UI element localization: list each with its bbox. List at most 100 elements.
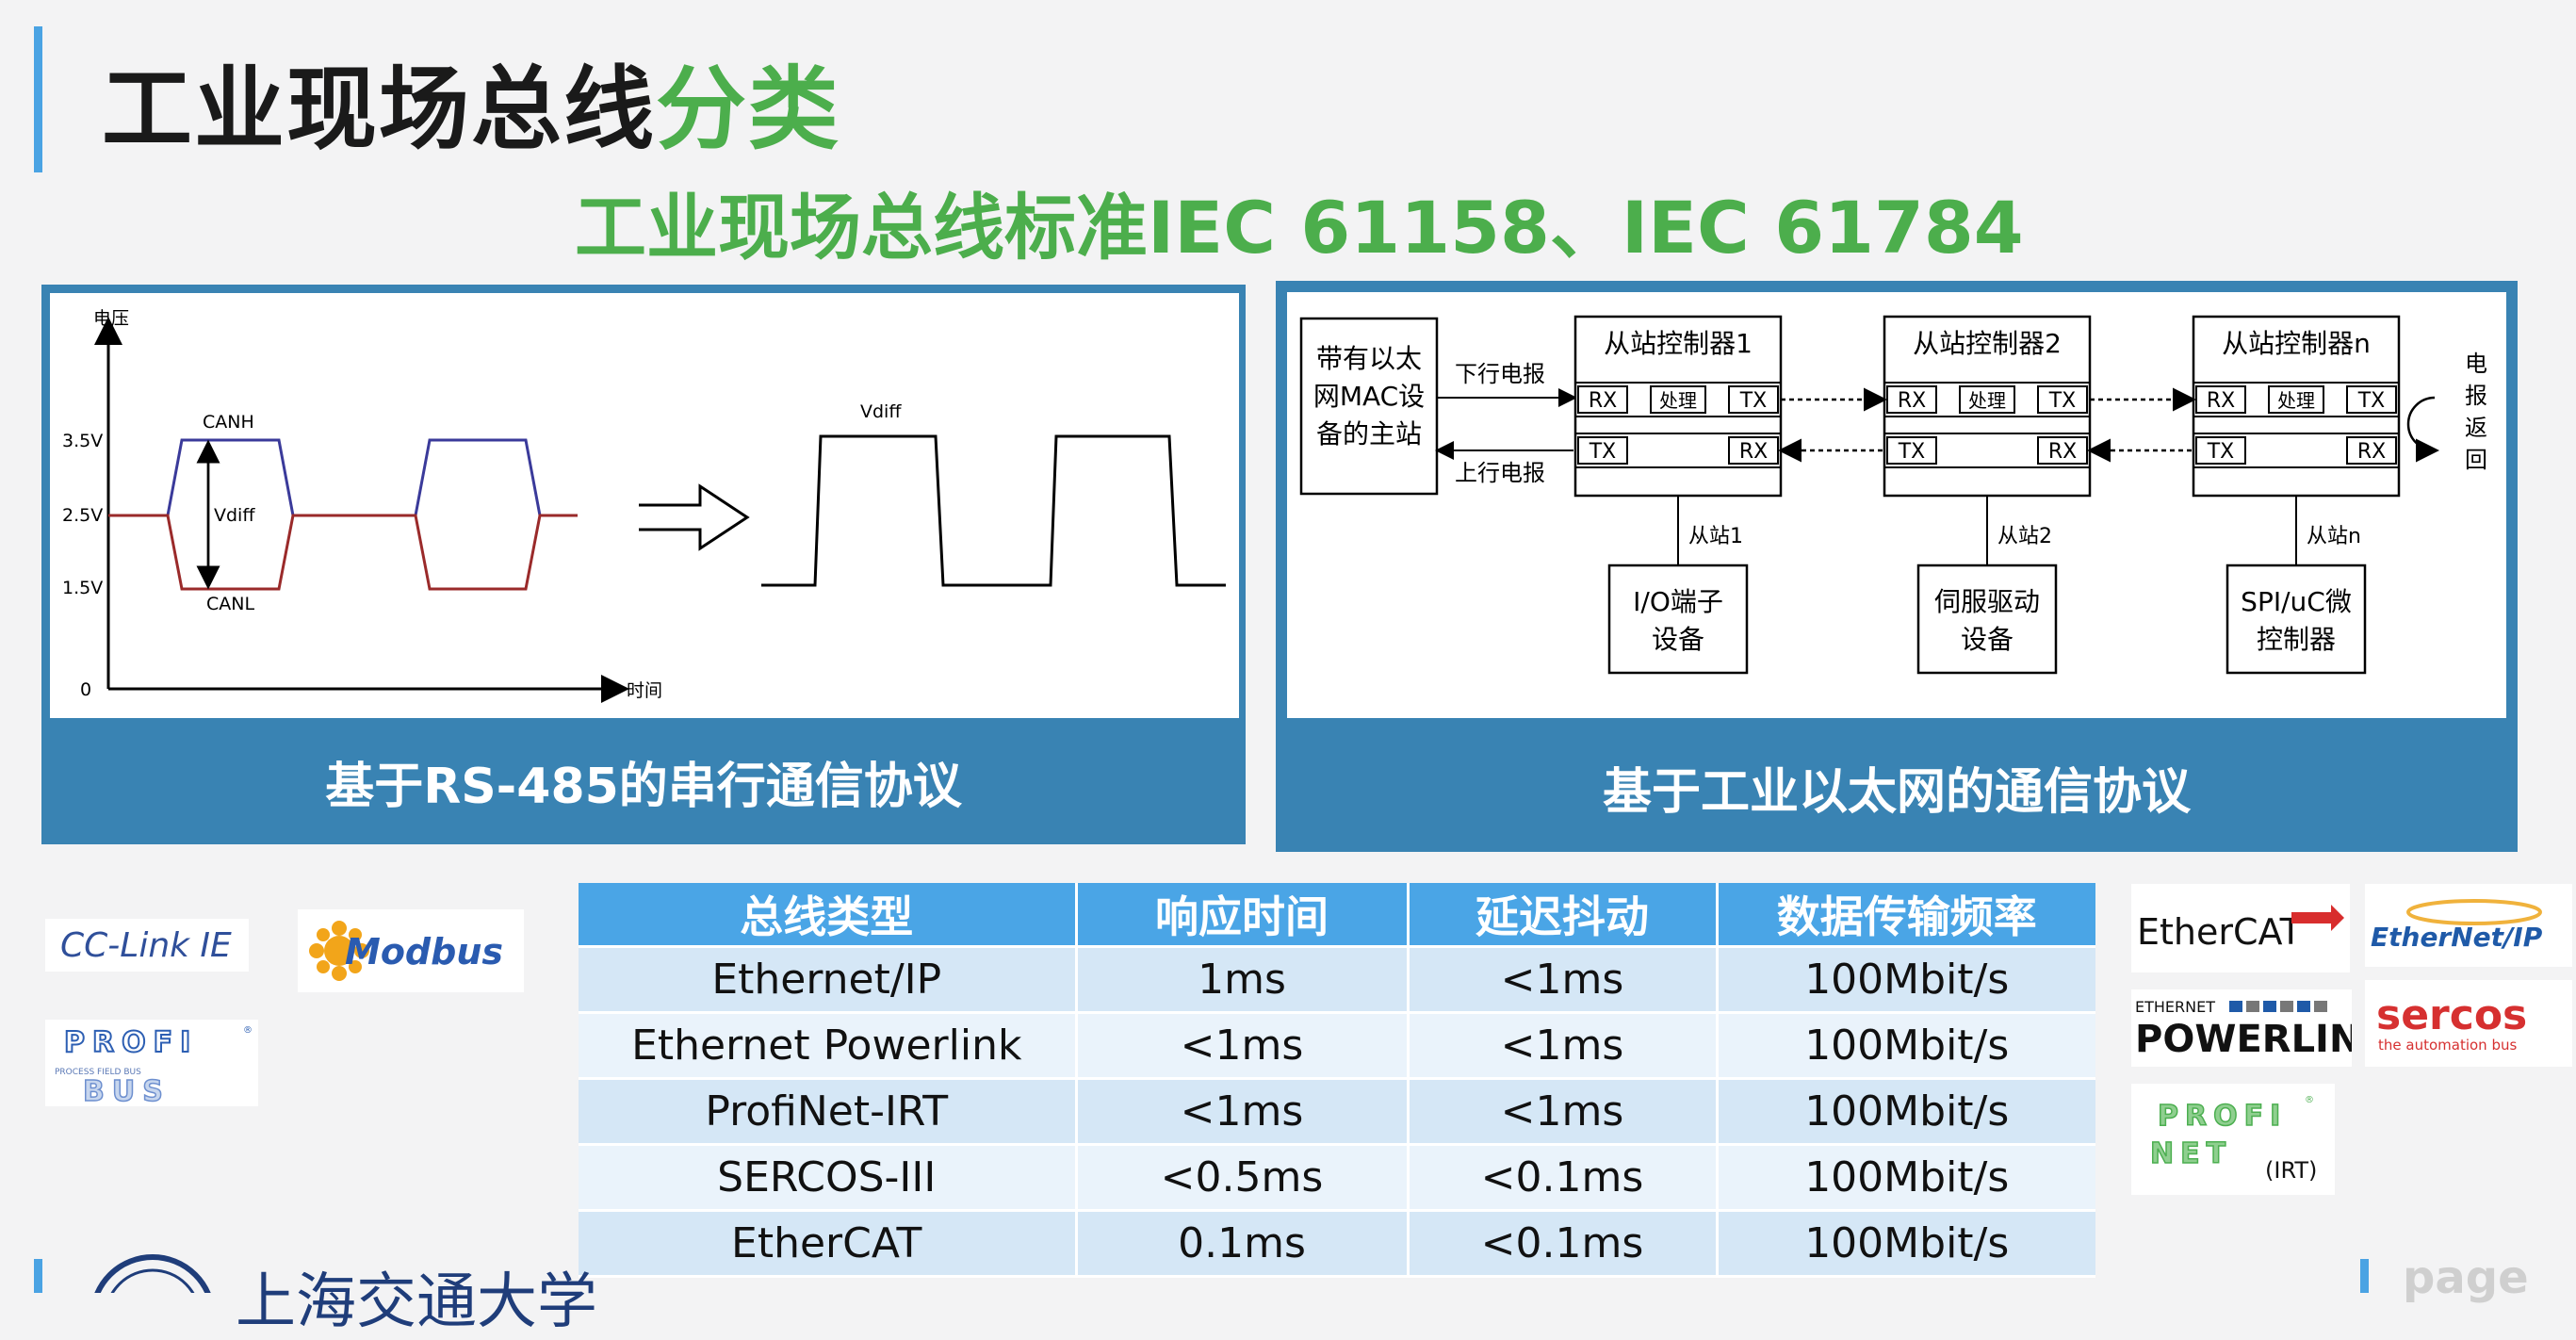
ethercat-arrow-icon: [2291, 905, 2344, 931]
svg-text:RX: RX: [2207, 389, 2235, 413]
profinet-logo-irt: (IRT): [2265, 1157, 2317, 1184]
vdiff-output-label: Vdiff: [860, 401, 902, 422]
svg-text:处理: 处理: [2277, 389, 2315, 412]
rs485-waveform-diagram: 电压 时间 3.5V 2.5V 1.5V 0 CANH CANL Vdiff V…: [62, 308, 1226, 703]
cell-bus-type: Ethernet Powerlink: [579, 1012, 1078, 1080]
slave-controller-1: 从站控制器1 RX 处理 TX TX RX 从站1 I/O端子 设备: [1573, 315, 1783, 675]
svg-text:从站n: 从站n: [2307, 525, 2361, 548]
header-jitter: 延迟抖动: [1408, 883, 1719, 948]
cell-data-rate: 100Mbit/s: [1717, 1210, 2095, 1278]
ethernet-diagram-area: 带有以太 网MAC设 备的主站 下行电报 上行电报 从站控制器1 RX 处理 T…: [1287, 292, 2506, 718]
modbus-logo: Modbus: [298, 909, 524, 992]
canh-waveform: [108, 438, 578, 517]
header-data-rate: 数据传输频率: [1717, 883, 2095, 948]
ethernetip-logo: EtherNet/IP: [2365, 884, 2572, 967]
svg-text:处理: 处理: [1659, 389, 1697, 412]
vdiff-label: Vdiff: [214, 505, 255, 526]
svg-text:伺服驱动: 伺服驱动: [1934, 586, 2040, 617]
cell-bus-type: EtherCAT: [579, 1210, 1078, 1278]
page-label: page: [2403, 1251, 2529, 1304]
svg-text:从站2: 从站2: [1997, 525, 2052, 548]
return-char-3: 返: [2465, 415, 2487, 441]
cell-jitter: <0.1ms: [1408, 1210, 1719, 1278]
ethernet-caption: 基于工业以太网的通信协议: [1602, 764, 2191, 821]
cell-jitter: <1ms: [1408, 1012, 1719, 1080]
powerlink-bars-icon: [2229, 1001, 2327, 1012]
cclink-logo: CC-Link IE: [45, 919, 249, 972]
slave-controller-n: 从站控制器n RX 处理 TX TX RX 从站n SPI/uC微 控制器: [2192, 315, 2401, 675]
svg-text:I/O端子: I/O端子: [1633, 586, 1723, 617]
svg-text:控制器: 控制器: [2257, 624, 2336, 655]
powerlink-logo-top: ETHERNET: [2135, 998, 2215, 1016]
table-row: ProfiNet-IRT <1ms <1ms 100Mbit/s: [579, 1078, 2095, 1146]
svg-text:RX: RX: [2357, 440, 2386, 464]
cell-response-time: <1ms: [1076, 1078, 1410, 1146]
svg-text:从站控制器1: 从站控制器1: [1604, 328, 1753, 359]
header-response-time: 响应时间: [1076, 883, 1410, 948]
cell-jitter: <1ms: [1408, 946, 1719, 1014]
svg-text:®: ®: [243, 1025, 253, 1036]
svg-text:TX: TX: [2357, 389, 2386, 413]
ethernetip-swoosh-icon: [2406, 899, 2542, 925]
sercos-logo-text: sercos: [2376, 991, 2527, 1039]
return-loop-icon: [2406, 396, 2439, 463]
school-name: 上海交通大学: [236, 1267, 597, 1337]
y-axis-label: 电压: [93, 308, 129, 329]
svg-text:设备: 设备: [1961, 624, 2014, 655]
cell-jitter: <1ms: [1408, 1078, 1719, 1146]
footer-accent-bar-right: [2360, 1259, 2369, 1293]
uplink-label: 上行电报: [1455, 460, 1545, 486]
profinet-logo-top: PROFI: [2158, 1100, 2287, 1133]
school-emblem-logo: [87, 1251, 219, 1340]
profibus-logo-bottom: BUS: [83, 1075, 171, 1106]
cell-bus-type: Ethernet/IP: [579, 946, 1078, 1014]
svg-text:RX: RX: [2048, 440, 2077, 464]
svg-text:TX: TX: [1739, 389, 1768, 413]
powerlink-logo-text: POWERLINK: [2135, 1018, 2352, 1061]
return-char-2: 报: [2465, 383, 2487, 409]
master-station-box: [1299, 317, 1439, 496]
cell-data-rate: 100Mbit/s: [1717, 946, 2095, 1014]
bus-comparison-table: 总线类型 响应时间 延迟抖动 数据传输频率 Ethernet/IP 1ms <1…: [579, 883, 2095, 1278]
sercos-logo-tag: the automation bus: [2378, 1037, 2517, 1054]
canh-label: CANH: [203, 412, 254, 433]
svg-text:®: ®: [2305, 1095, 2314, 1105]
svg-text:从站控制器n: 从站控制器n: [2222, 328, 2371, 359]
canl-waveform: [108, 514, 578, 591]
cell-jitter: <0.1ms: [1408, 1144, 1719, 1212]
tick-3-5v: 3.5V: [62, 431, 103, 451]
svg-text:RX: RX: [1589, 389, 1617, 413]
master-label-line-1: 带有以太: [1316, 343, 1422, 374]
table-row: SERCOS-III <0.5ms <0.1ms 100Mbit/s: [579, 1144, 2095, 1212]
cell-data-rate: 100Mbit/s: [1717, 1144, 2095, 1212]
cell-response-time: <1ms: [1076, 1012, 1410, 1080]
profibus-logo-small: PROCESS FIELD BUS: [55, 1068, 141, 1077]
svg-text:RX: RX: [1898, 389, 1926, 413]
footer-accent-bar-left: [34, 1259, 42, 1293]
title-main-text: 工业现场总线: [102, 57, 656, 162]
svg-text:TX: TX: [1898, 440, 1926, 464]
profinet-logo-bottom: NET: [2150, 1137, 2232, 1170]
vdiff-output-waveform: [761, 434, 1226, 587]
ethercat-topology-diagram: 带有以太 网MAC设 备的主站 下行电报 上行电报 从站控制器1 RX 处理 T…: [1299, 315, 2487, 675]
svg-text:RX: RX: [1739, 440, 1768, 464]
ethernet-panel: 带有以太 网MAC设 备的主站 下行电报 上行电报 从站控制器1 RX 处理 T…: [1276, 281, 2518, 852]
cell-response-time: 0.1ms: [1076, 1210, 1410, 1278]
profibus-logo: PROFI PROCESS FIELD BUS BUS ®: [45, 1020, 258, 1109]
slide-title: 工业现场总线分类: [102, 36, 840, 167]
master-label-line-2: 网MAC设: [1313, 381, 1425, 412]
rs485-caption: 基于RS-485的串行通信协议: [325, 759, 962, 815]
cclink-logo-text: CC-Link IE: [60, 926, 232, 965]
ethercat-logo: EtherCAT: [2131, 884, 2350, 972]
master-label-line-3: 备的主站: [1316, 418, 1422, 449]
tick-0: 0: [80, 679, 91, 700]
svg-text:设备: 设备: [1652, 624, 1704, 655]
modbus-sun-icon: [309, 921, 369, 981]
svg-text:TX: TX: [1589, 440, 1617, 464]
table-header-row: 总线类型 响应时间 延迟抖动 数据传输频率: [579, 883, 2095, 948]
return-char-4: 回: [2465, 447, 2487, 473]
svg-text:处理: 处理: [1968, 389, 2006, 412]
tick-2-5v: 2.5V: [62, 505, 103, 526]
svg-text:SPI/uC微: SPI/uC微: [2241, 586, 2352, 617]
rs485-panel: 电压 时间 3.5V 2.5V 1.5V 0 CANH CANL Vdiff V…: [41, 285, 1246, 844]
